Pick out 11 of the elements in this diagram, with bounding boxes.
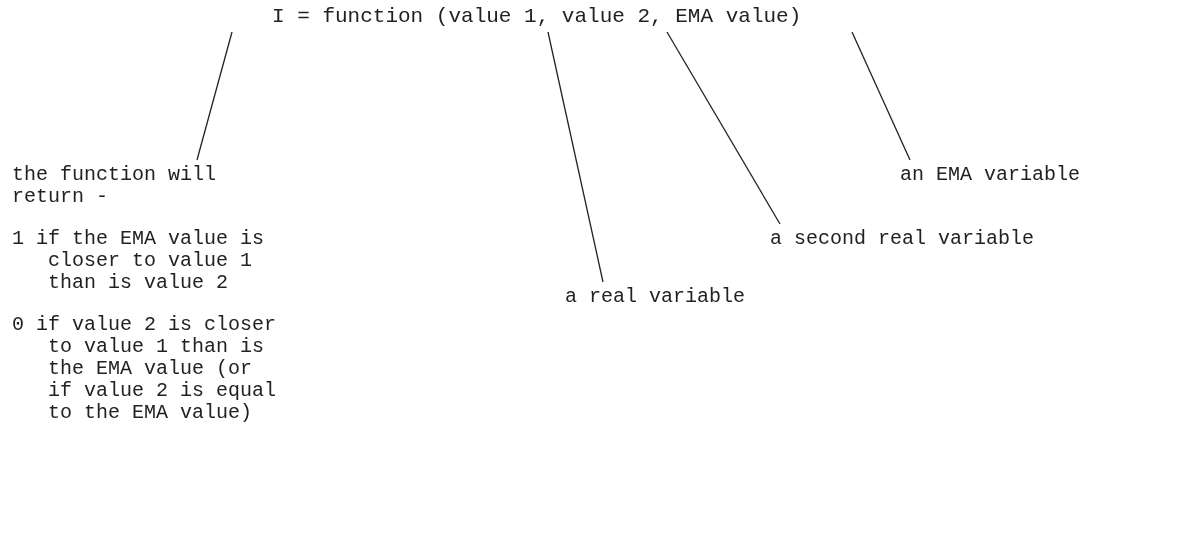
- leader-line: [666, 31, 781, 225]
- leader-line: [547, 31, 604, 283]
- annotation-text: an EMA variable: [900, 164, 1081, 186]
- list-item-text: 1 if the EMA value is closer to value 1 than is value 2: [12, 228, 266, 294]
- leader-line: [851, 31, 911, 161]
- formula-text: I = function (value 1, value 2, EMA value): [272, 6, 802, 28]
- annotation-text: a second real variable: [770, 228, 1035, 250]
- annotation-text: a real variable: [565, 286, 746, 308]
- annotation-text: the function will return -: [12, 164, 218, 208]
- leader-line: [196, 31, 233, 161]
- list-item-text: 0 if value 2 is closer to value 1 than is the EMA value (or if value 2 is equal to the EMA value): [12, 314, 278, 424]
